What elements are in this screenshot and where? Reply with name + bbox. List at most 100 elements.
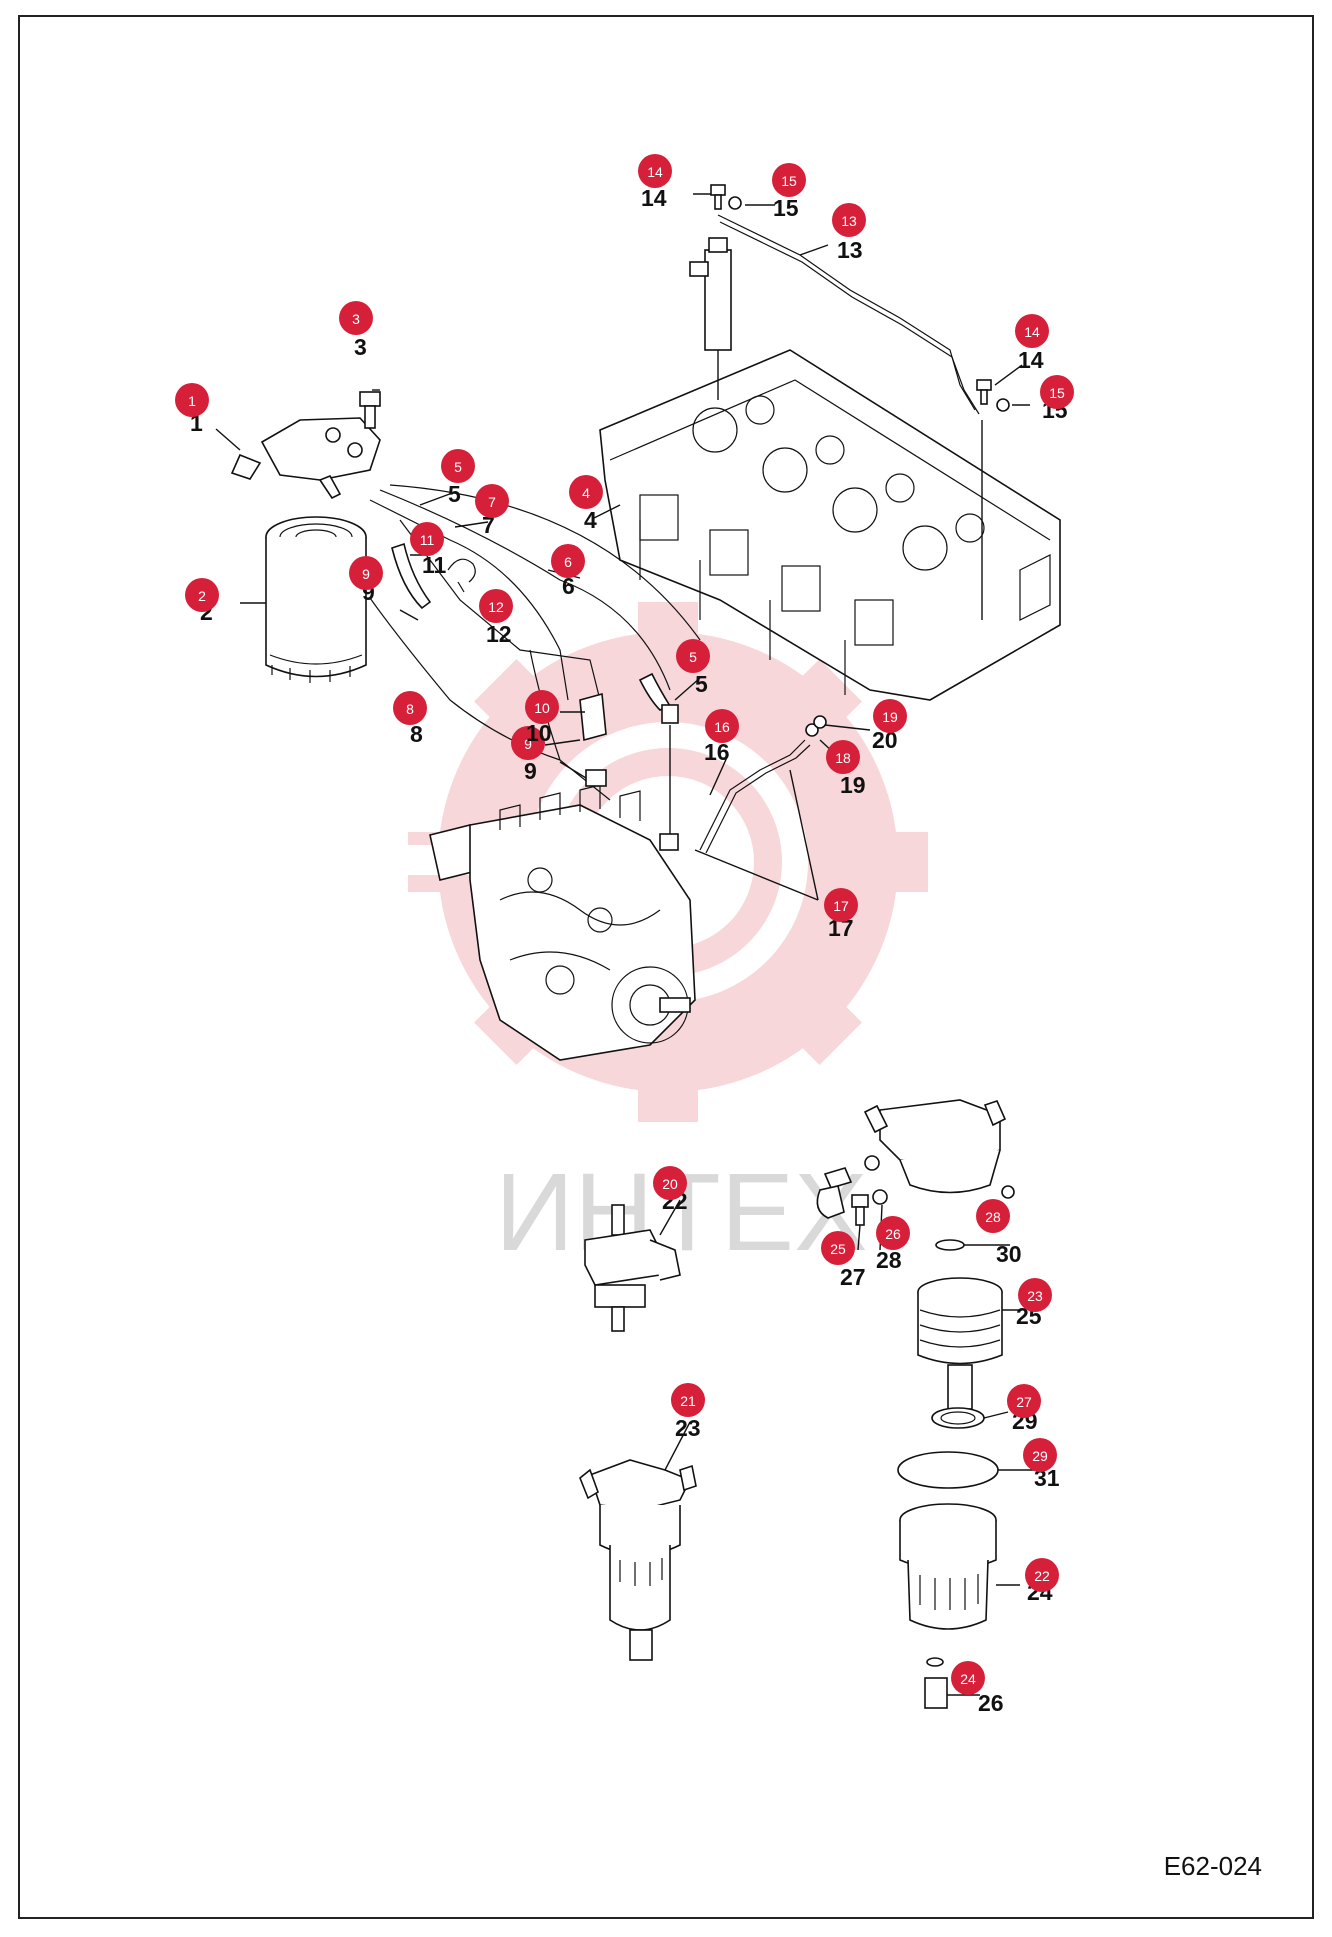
part-number-label: 30 bbox=[996, 1241, 1022, 1267]
part-number-label: 6 bbox=[562, 573, 575, 599]
callout-badge-label: 14 bbox=[1024, 324, 1040, 340]
callout-badge bbox=[1023, 1438, 1057, 1472]
callout-badge-label: 9 bbox=[524, 736, 532, 752]
callout-badge bbox=[511, 726, 545, 760]
callout: 99 bbox=[511, 726, 545, 784]
callout-badge bbox=[1040, 375, 1074, 409]
callout: 77 bbox=[475, 484, 509, 538]
part-number-label: 27 bbox=[840, 1264, 866, 1290]
callout-badge bbox=[976, 1199, 1010, 1233]
part-number-label: 14 bbox=[1018, 347, 1044, 373]
callout-badge bbox=[826, 740, 860, 774]
callout-badge bbox=[1018, 1278, 1052, 1312]
callout-badge-label: 29 bbox=[1032, 1448, 1048, 1464]
part-number-label: 26 bbox=[978, 1690, 1004, 1716]
callout-badge bbox=[876, 1216, 910, 1250]
callout-badge-label: 23 bbox=[1027, 1288, 1043, 1304]
cylinder-head bbox=[599, 349, 1061, 701]
callout-badge bbox=[832, 203, 866, 237]
part-number-label: 15 bbox=[773, 195, 799, 221]
callout: 88 bbox=[393, 691, 427, 747]
part-number-label: 10 bbox=[526, 720, 552, 746]
callout-badge bbox=[638, 154, 672, 188]
callout-badge bbox=[1025, 1558, 1059, 1592]
callout: 33 bbox=[339, 301, 373, 360]
callout-badge-label: 21 bbox=[680, 1393, 696, 1409]
part-number-label: 8 bbox=[410, 721, 423, 747]
callout-badge-label: 15 bbox=[1049, 385, 1065, 401]
callout-badge bbox=[410, 522, 444, 556]
callout-badge bbox=[349, 556, 383, 590]
diagram-code: E62-024 bbox=[1163, 1851, 1262, 1881]
callout-badge bbox=[1015, 314, 1049, 348]
part-number-label: 5 bbox=[695, 671, 708, 697]
filter-element bbox=[917, 1277, 1003, 1410]
callout-badge-label: 4 bbox=[582, 485, 590, 501]
callout-badge-label: 3 bbox=[352, 311, 360, 327]
callout: 99 bbox=[349, 556, 383, 605]
callout-badge bbox=[339, 301, 373, 335]
callout-badge bbox=[821, 1231, 855, 1265]
washer bbox=[728, 196, 1010, 412]
callout-badge bbox=[824, 888, 858, 922]
part-number-label: 14 bbox=[641, 185, 667, 211]
callout-badge-label: 27 bbox=[1016, 1394, 1032, 1410]
water-separator bbox=[579, 1459, 697, 1661]
callout-badge-label: 6 bbox=[564, 554, 572, 570]
callout-badge-label: 11 bbox=[420, 532, 435, 548]
callout-layer: 1122334455556677889999101011111212131314… bbox=[175, 154, 1074, 1716]
callout-badge-label: 15 bbox=[781, 173, 797, 189]
callout-badge bbox=[1007, 1384, 1041, 1418]
part-number-label: 11 bbox=[422, 552, 447, 578]
callout: 55 bbox=[676, 639, 710, 697]
callout: 44 bbox=[569, 475, 603, 533]
callout-badge-label: 2 bbox=[198, 588, 206, 604]
callout-badge-label: 22 bbox=[1034, 1568, 1050, 1584]
filter-head-exploded bbox=[816, 1099, 1015, 1251]
injector bbox=[689, 237, 732, 400]
callout-badge bbox=[185, 578, 219, 612]
callout-badge bbox=[671, 1383, 705, 1417]
callout-badge bbox=[551, 544, 585, 578]
part-number-label: 3 bbox=[354, 334, 367, 360]
injection-pump bbox=[429, 784, 696, 1061]
fuel-hoses bbox=[369, 484, 827, 854]
callout: 55 bbox=[441, 449, 475, 507]
callout-badge bbox=[479, 589, 513, 623]
callout-badge bbox=[705, 709, 739, 743]
part-number-label: 7 bbox=[482, 512, 495, 538]
callout-badge-label: 8 bbox=[406, 701, 414, 717]
part-number-label: 28 bbox=[876, 1247, 902, 1273]
part-number-label: 9 bbox=[524, 758, 537, 784]
callout-badge bbox=[569, 475, 603, 509]
callout-badge bbox=[393, 691, 427, 725]
callout-badge bbox=[676, 639, 710, 673]
fuel-filter-head bbox=[230, 417, 381, 500]
o-rings bbox=[897, 1407, 999, 1489]
callout: 11 bbox=[175, 383, 209, 436]
callout-badge-label: 19 bbox=[882, 709, 898, 725]
callout-badge-label: 12 bbox=[488, 599, 504, 615]
callout-badge-label: 20 bbox=[662, 1176, 678, 1192]
fuel-pump-electric bbox=[584, 1204, 681, 1332]
part-number-label: 23 bbox=[675, 1415, 701, 1441]
callout-badge bbox=[475, 484, 509, 518]
callout-badge-label: 24 bbox=[960, 1671, 976, 1687]
